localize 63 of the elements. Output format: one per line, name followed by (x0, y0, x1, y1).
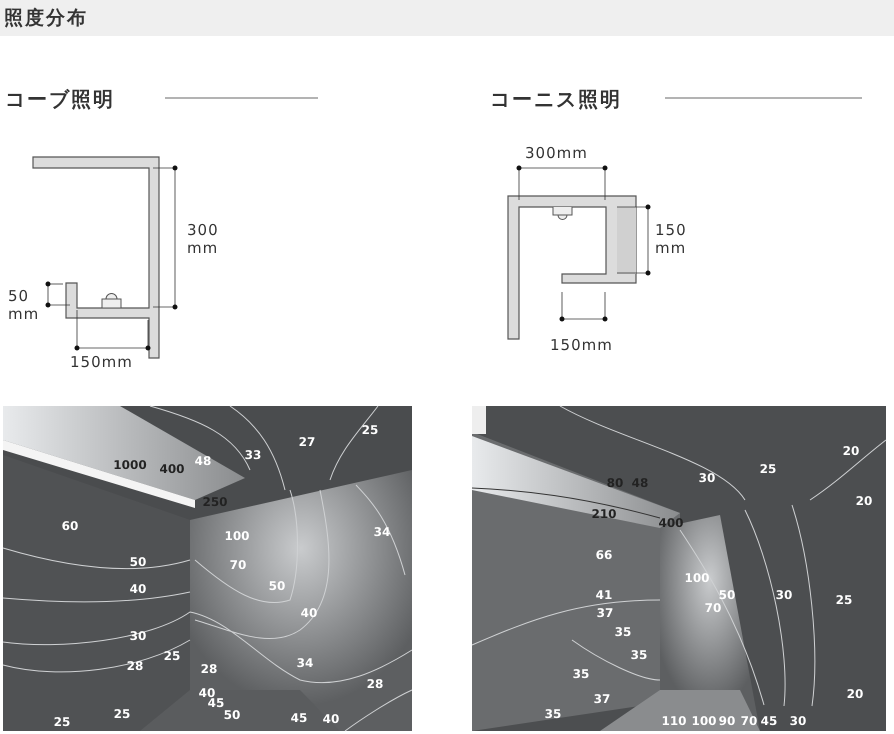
contour-value: 70 (740, 715, 758, 727)
contour-value: 30 (698, 472, 716, 484)
contour-value: 50 (224, 709, 240, 721)
contour-value: 400 (159, 463, 185, 475)
contour-value: 40 (322, 713, 340, 725)
contour-value: 30 (776, 589, 792, 601)
contour-value: 27 (298, 436, 316, 448)
contour-value: 35 (544, 708, 562, 720)
contour-value: 66 (596, 549, 612, 561)
contour-value: 25 (164, 650, 180, 662)
contour-value: 34 (296, 657, 314, 669)
contour-value: 60 (62, 520, 78, 532)
contour-value: 25 (114, 708, 130, 720)
contour-value: 40 (130, 583, 146, 595)
contour-value: 110 (661, 715, 687, 727)
contour-value: 28 (200, 663, 218, 675)
contour-value: 50 (268, 580, 286, 592)
contour-value: 100 (691, 715, 717, 727)
contour-value: 35 (572, 668, 590, 680)
page-title: 照度分布 (4, 6, 88, 31)
contour-value: 37 (596, 607, 614, 619)
contour-value: 48 (194, 455, 212, 467)
dimension-label: 300mm (525, 144, 589, 162)
contour-value: 40 (198, 687, 216, 699)
contour-value: 25 (54, 716, 70, 728)
contour-value: 100 (224, 530, 250, 542)
contour-value: 210 (591, 508, 617, 520)
contour-value: 50 (130, 556, 146, 568)
contour-value: 25 (760, 463, 776, 475)
contour-value: 34 (374, 526, 390, 538)
contour-value: 70 (704, 602, 722, 614)
contour-value: 40 (300, 607, 318, 619)
contour-value: 30 (130, 630, 146, 642)
contour-value: 20 (846, 688, 864, 700)
contour-value: 35 (630, 649, 648, 661)
dimension-label: 150mm (550, 336, 614, 354)
contour-value: 28 (126, 660, 144, 672)
dimension-label: 150mm (70, 353, 134, 371)
contour-value: 70 (230, 559, 246, 571)
contour-value: 33 (244, 449, 262, 461)
contour-value: 20 (842, 445, 860, 457)
contour-value: 25 (362, 424, 378, 436)
contour-value: 50 (718, 589, 736, 601)
section-heading: コーニス照明 (490, 86, 622, 113)
contour-value: 45 (208, 697, 224, 709)
contour-value: 45 (290, 712, 308, 724)
contour-value: 90 (718, 715, 736, 727)
contour-value: 400 (658, 517, 684, 529)
contour-value: 45 (760, 715, 778, 727)
contour-value: 41 (596, 589, 612, 601)
contour-value: 1000 (113, 459, 147, 471)
contour-value: 25 (836, 594, 852, 606)
contour-value: 37 (594, 693, 610, 705)
section-heading: コーブ照明 (5, 86, 115, 113)
contour-value: 35 (614, 626, 632, 638)
contour-value: 80 (606, 477, 624, 489)
dimension-label: 150 mm (655, 221, 688, 257)
dimension-label: 300 mm (187, 221, 220, 257)
contour-value: 100 (684, 572, 710, 584)
dimension-label: 50 mm (8, 287, 38, 323)
contour-value: 20 (856, 495, 872, 507)
contour-value: 30 (790, 715, 806, 727)
contour-value: 28 (366, 678, 384, 690)
